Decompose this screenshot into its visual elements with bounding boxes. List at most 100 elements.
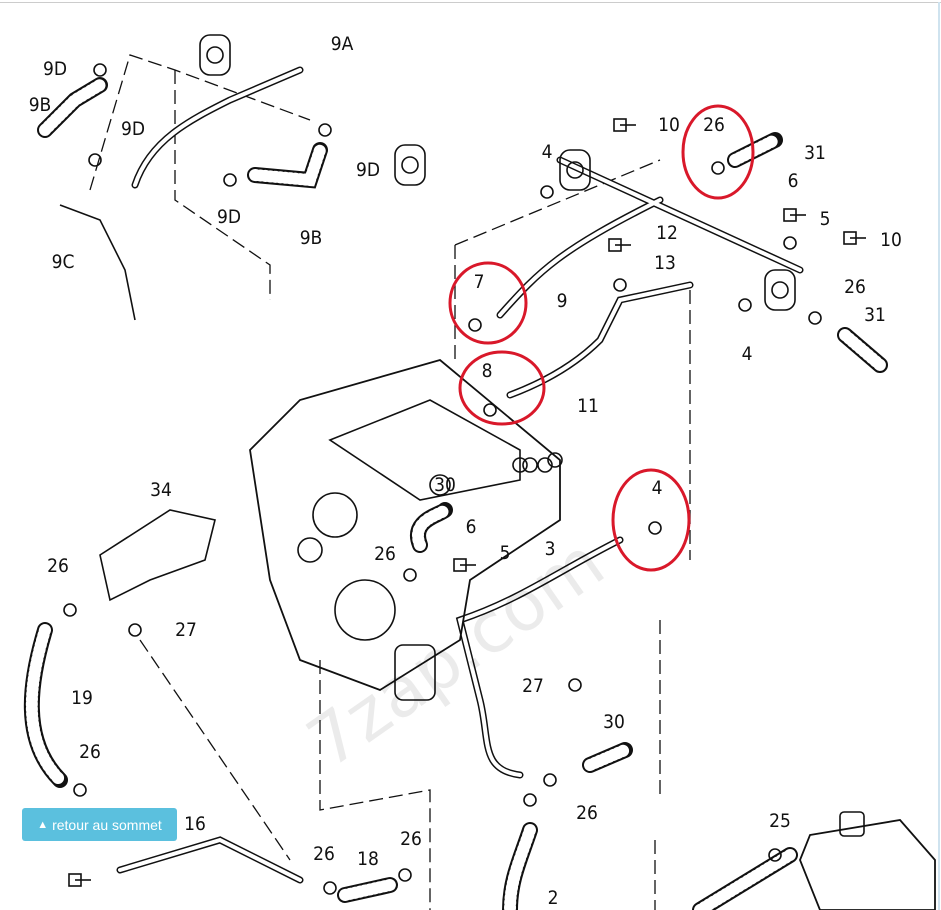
callout-9d: 9D [217, 206, 241, 228]
callout-26: 26 [79, 741, 101, 763]
flange-hole-3 [771, 281, 789, 299]
page-border [0, 2, 941, 3]
callout-6: 6 [466, 516, 477, 538]
callout-31: 31 [804, 142, 826, 164]
callout-26: 26 [313, 843, 335, 865]
callout-13: 13 [654, 252, 676, 274]
group-line-bottom [319, 660, 431, 910]
callout-8: 8 [482, 360, 493, 382]
pulley-3 [429, 474, 451, 496]
clamp-or-gasket-20 [88, 153, 102, 167]
clamp-or-gasket-15 [403, 568, 417, 582]
callout-7: 7 [474, 271, 485, 293]
callout-9d: 9D [43, 58, 67, 80]
coolant-pipe-3-inner [457, 538, 622, 777]
group-line-27 [139, 639, 291, 861]
coolant-pipe-9a-inner [133, 68, 302, 187]
callout-10: 10 [658, 114, 680, 136]
callout-27: 27 [175, 619, 197, 641]
clamp-or-gasket-3 [648, 521, 662, 535]
callout-34: 34 [150, 479, 172, 501]
flange-hole-0 [206, 46, 224, 64]
clamp-or-gasket-22 [318, 123, 332, 137]
clamp-or-gasket-21 [223, 173, 237, 187]
coolant-pipe-9-inner [498, 198, 662, 317]
callout-9d: 9D [356, 159, 380, 181]
intake-manifold [328, 399, 521, 501]
expansion-tank-cap [839, 811, 865, 837]
rod-9c [59, 204, 136, 321]
callout-9b: 9B [29, 94, 52, 116]
callout-26: 26 [47, 555, 69, 577]
hose-18-fill [339, 879, 396, 901]
callout-31: 31 [864, 304, 886, 326]
flange-1 [559, 149, 591, 191]
callout-26: 26 [703, 114, 725, 136]
callout-2: 2 [548, 887, 559, 909]
callout-3: 3 [545, 538, 556, 560]
callout-19: 19 [71, 687, 93, 709]
clamp-or-gasket-17 [808, 311, 822, 325]
highlight-circle-part-8 [458, 350, 546, 426]
flange-hole-1 [566, 161, 584, 179]
callout-4: 4 [542, 141, 553, 163]
clamp-or-gasket-11 [523, 793, 537, 807]
hose-31-right-fill [839, 329, 886, 371]
callout-26: 26 [844, 276, 866, 298]
group-line-top [454, 159, 661, 246]
logo-ring-1 [537, 457, 553, 473]
clamp-or-gasket-9 [73, 783, 87, 797]
chevron-up-icon: ▲ [37, 818, 49, 831]
clamp-or-gasket-19 [93, 63, 107, 77]
callout-9: 9 [557, 290, 568, 312]
callout-4: 4 [652, 477, 663, 499]
clamp-or-gasket-14 [398, 868, 412, 882]
clamp-or-gasket-13 [323, 881, 337, 895]
clamp-or-gasket-1 [468, 318, 482, 332]
back-to-top-button[interactable]: ▲ retour au sommet [22, 808, 177, 841]
callout-30: 30 [434, 474, 456, 496]
clamp-or-gasket-12 [568, 678, 582, 692]
clamp-or-gasket-4 [738, 298, 752, 312]
scrollbar-edge[interactable] [938, 2, 940, 910]
diagram-drawing [23, 34, 936, 910]
callout-18: 18 [357, 848, 379, 870]
hose-30-fill [412, 504, 451, 551]
engine-block [249, 359, 561, 691]
hose-31-top-fill [729, 134, 781, 166]
callout-10: 10 [880, 229, 902, 251]
hose-9b-fill [39, 79, 106, 136]
callout-16: 16 [184, 813, 206, 835]
hose-19-fill [25, 624, 66, 786]
coolant-pipe-11-inner [508, 283, 692, 397]
callout-26: 26 [576, 802, 598, 824]
callout-9b: 9B [300, 227, 323, 249]
hose-30-right-fill [584, 744, 631, 771]
logo-ring-2 [547, 452, 563, 468]
clamp-or-gasket-8 [128, 623, 142, 637]
coolant-pipe-16-inner [118, 837, 302, 882]
flange-3 [764, 269, 796, 311]
callout-25: 25 [769, 810, 791, 832]
clamp-or-gasket-0 [540, 185, 554, 199]
logo-ring-0 [522, 457, 538, 473]
callout-5: 5 [500, 542, 511, 564]
highlight-circle-part-26 [681, 104, 755, 200]
flange-hole-2 [401, 156, 419, 174]
clamp-or-gasket-5 [783, 236, 797, 250]
callout-9c: 9C [52, 251, 75, 273]
coolant-pipe-9a [131, 66, 304, 189]
callout-30: 30 [603, 711, 625, 733]
clamp-or-gasket-7 [63, 603, 77, 617]
callout-11: 11 [577, 395, 599, 417]
watermark: 7zap.com [293, 522, 619, 784]
callout-26: 26 [374, 543, 396, 565]
flange-0 [199, 34, 231, 76]
callout-4: 4 [742, 343, 753, 365]
clamp-or-gasket-18 [711, 161, 725, 175]
callout-9a: 9A [331, 33, 354, 55]
callout-26: 26 [400, 828, 422, 850]
highlight-circle-part-7 [448, 261, 528, 345]
hose-2-fill [504, 824, 536, 910]
